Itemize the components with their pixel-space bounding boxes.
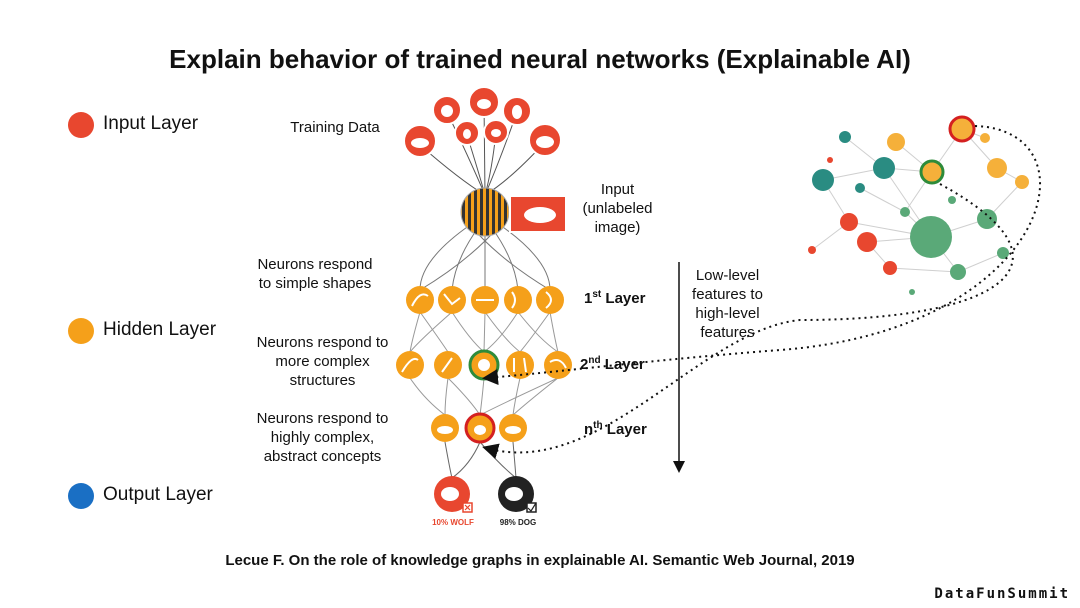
- layer1-name: 1st Layer: [584, 289, 645, 307]
- animal-silhouettes: [411, 99, 554, 148]
- dotted-link-nth-layer: [482, 183, 1014, 459]
- input-neuron: [460, 187, 510, 237]
- input-label: Input (unlabeled image): [570, 180, 665, 237]
- cross-icon: [464, 504, 471, 511]
- layern-desc-line1: Neurons respond to: [256, 410, 389, 427]
- layern-to-output: [444, 441, 517, 479]
- layer2-ordinal: 2: [580, 356, 589, 373]
- layer1-neurons: [406, 286, 564, 314]
- layern-suffix: th: [593, 420, 603, 431]
- knowledge-graph-nodes: [808, 115, 1029, 295]
- input-label-line1: Input: [600, 181, 635, 198]
- brand-logo: DataFunSummit: [934, 586, 1070, 602]
- layer2-suffix: nd: [588, 355, 601, 366]
- layer1-desc-line1: Neurons respond: [257, 256, 373, 273]
- input-label-line2: (unlabeled: [582, 200, 653, 217]
- layer1-word: Layer: [605, 290, 646, 307]
- layer2-desc-line1: Neurons respond to: [256, 334, 389, 351]
- layer2-desc-line3: structures: [289, 372, 356, 389]
- page-title: Explain behavior of trained neural netwo…: [169, 44, 911, 74]
- layer1-desc: Neurons respond to simple shapes: [240, 255, 390, 293]
- layer2-name: 2nd Layer: [580, 355, 645, 373]
- dotted-link-2nd-layer: [482, 125, 1041, 386]
- features-label-line1: Low-level: [695, 267, 760, 284]
- output-layer-dot: [68, 483, 94, 509]
- dog-check-box: [526, 502, 537, 513]
- features-label-line4: features: [700, 324, 755, 341]
- dog-output-icon: [505, 487, 523, 501]
- dog-output-label: 98% DOG: [499, 518, 537, 527]
- structure-icons: [401, 357, 567, 373]
- input-layer-label: Input Layer: [103, 113, 199, 134]
- training-data-nodes: [403, 86, 562, 158]
- features-label: Low-level features to high-level feature…: [680, 266, 775, 342]
- concept-icons: [437, 425, 521, 435]
- wolf-output-label: 10% WOLF: [432, 518, 474, 527]
- input-label-line3: image): [594, 219, 641, 236]
- training-data-label: Training Data: [290, 119, 380, 136]
- layer2-to-layern: [409, 377, 559, 416]
- hidden-layer-label: Hidden Layer: [103, 319, 217, 340]
- citation: Lecue F. On the role of knowledge graphs…: [225, 552, 855, 569]
- features-label-line3: high-level: [695, 305, 760, 322]
- output-layer-label: Output Layer: [103, 484, 213, 505]
- layer2-desc-line2: more complex: [275, 353, 370, 370]
- layer1-to-layer2: [409, 311, 559, 353]
- input-layer-dot: [68, 112, 94, 138]
- wolf-icon: [441, 487, 459, 501]
- layern-desc-line2: highly complex,: [270, 429, 375, 446]
- layern-word: Layer: [606, 421, 647, 438]
- features-label-line2: features to: [692, 286, 763, 303]
- layern-name: nth Layer: [584, 420, 647, 438]
- layer1-suffix: st: [592, 289, 602, 300]
- layer2-word: Layer: [604, 356, 645, 373]
- layern-desc-line3: abstract concepts: [263, 448, 382, 465]
- dog-icon: [524, 207, 556, 223]
- shape-icons: [411, 291, 552, 309]
- layer1-desc-line2: to simple shapes: [258, 275, 372, 292]
- hidden-layer-dot: [68, 318, 94, 344]
- check-icon: [527, 502, 537, 512]
- layer2-desc: Neurons respond to more complex structur…: [240, 333, 405, 390]
- layern-desc: Neurons respond to highly complex, abstr…: [240, 409, 405, 466]
- layer1-ordinal: 1: [584, 290, 593, 307]
- layern-ordinal: n: [584, 421, 594, 438]
